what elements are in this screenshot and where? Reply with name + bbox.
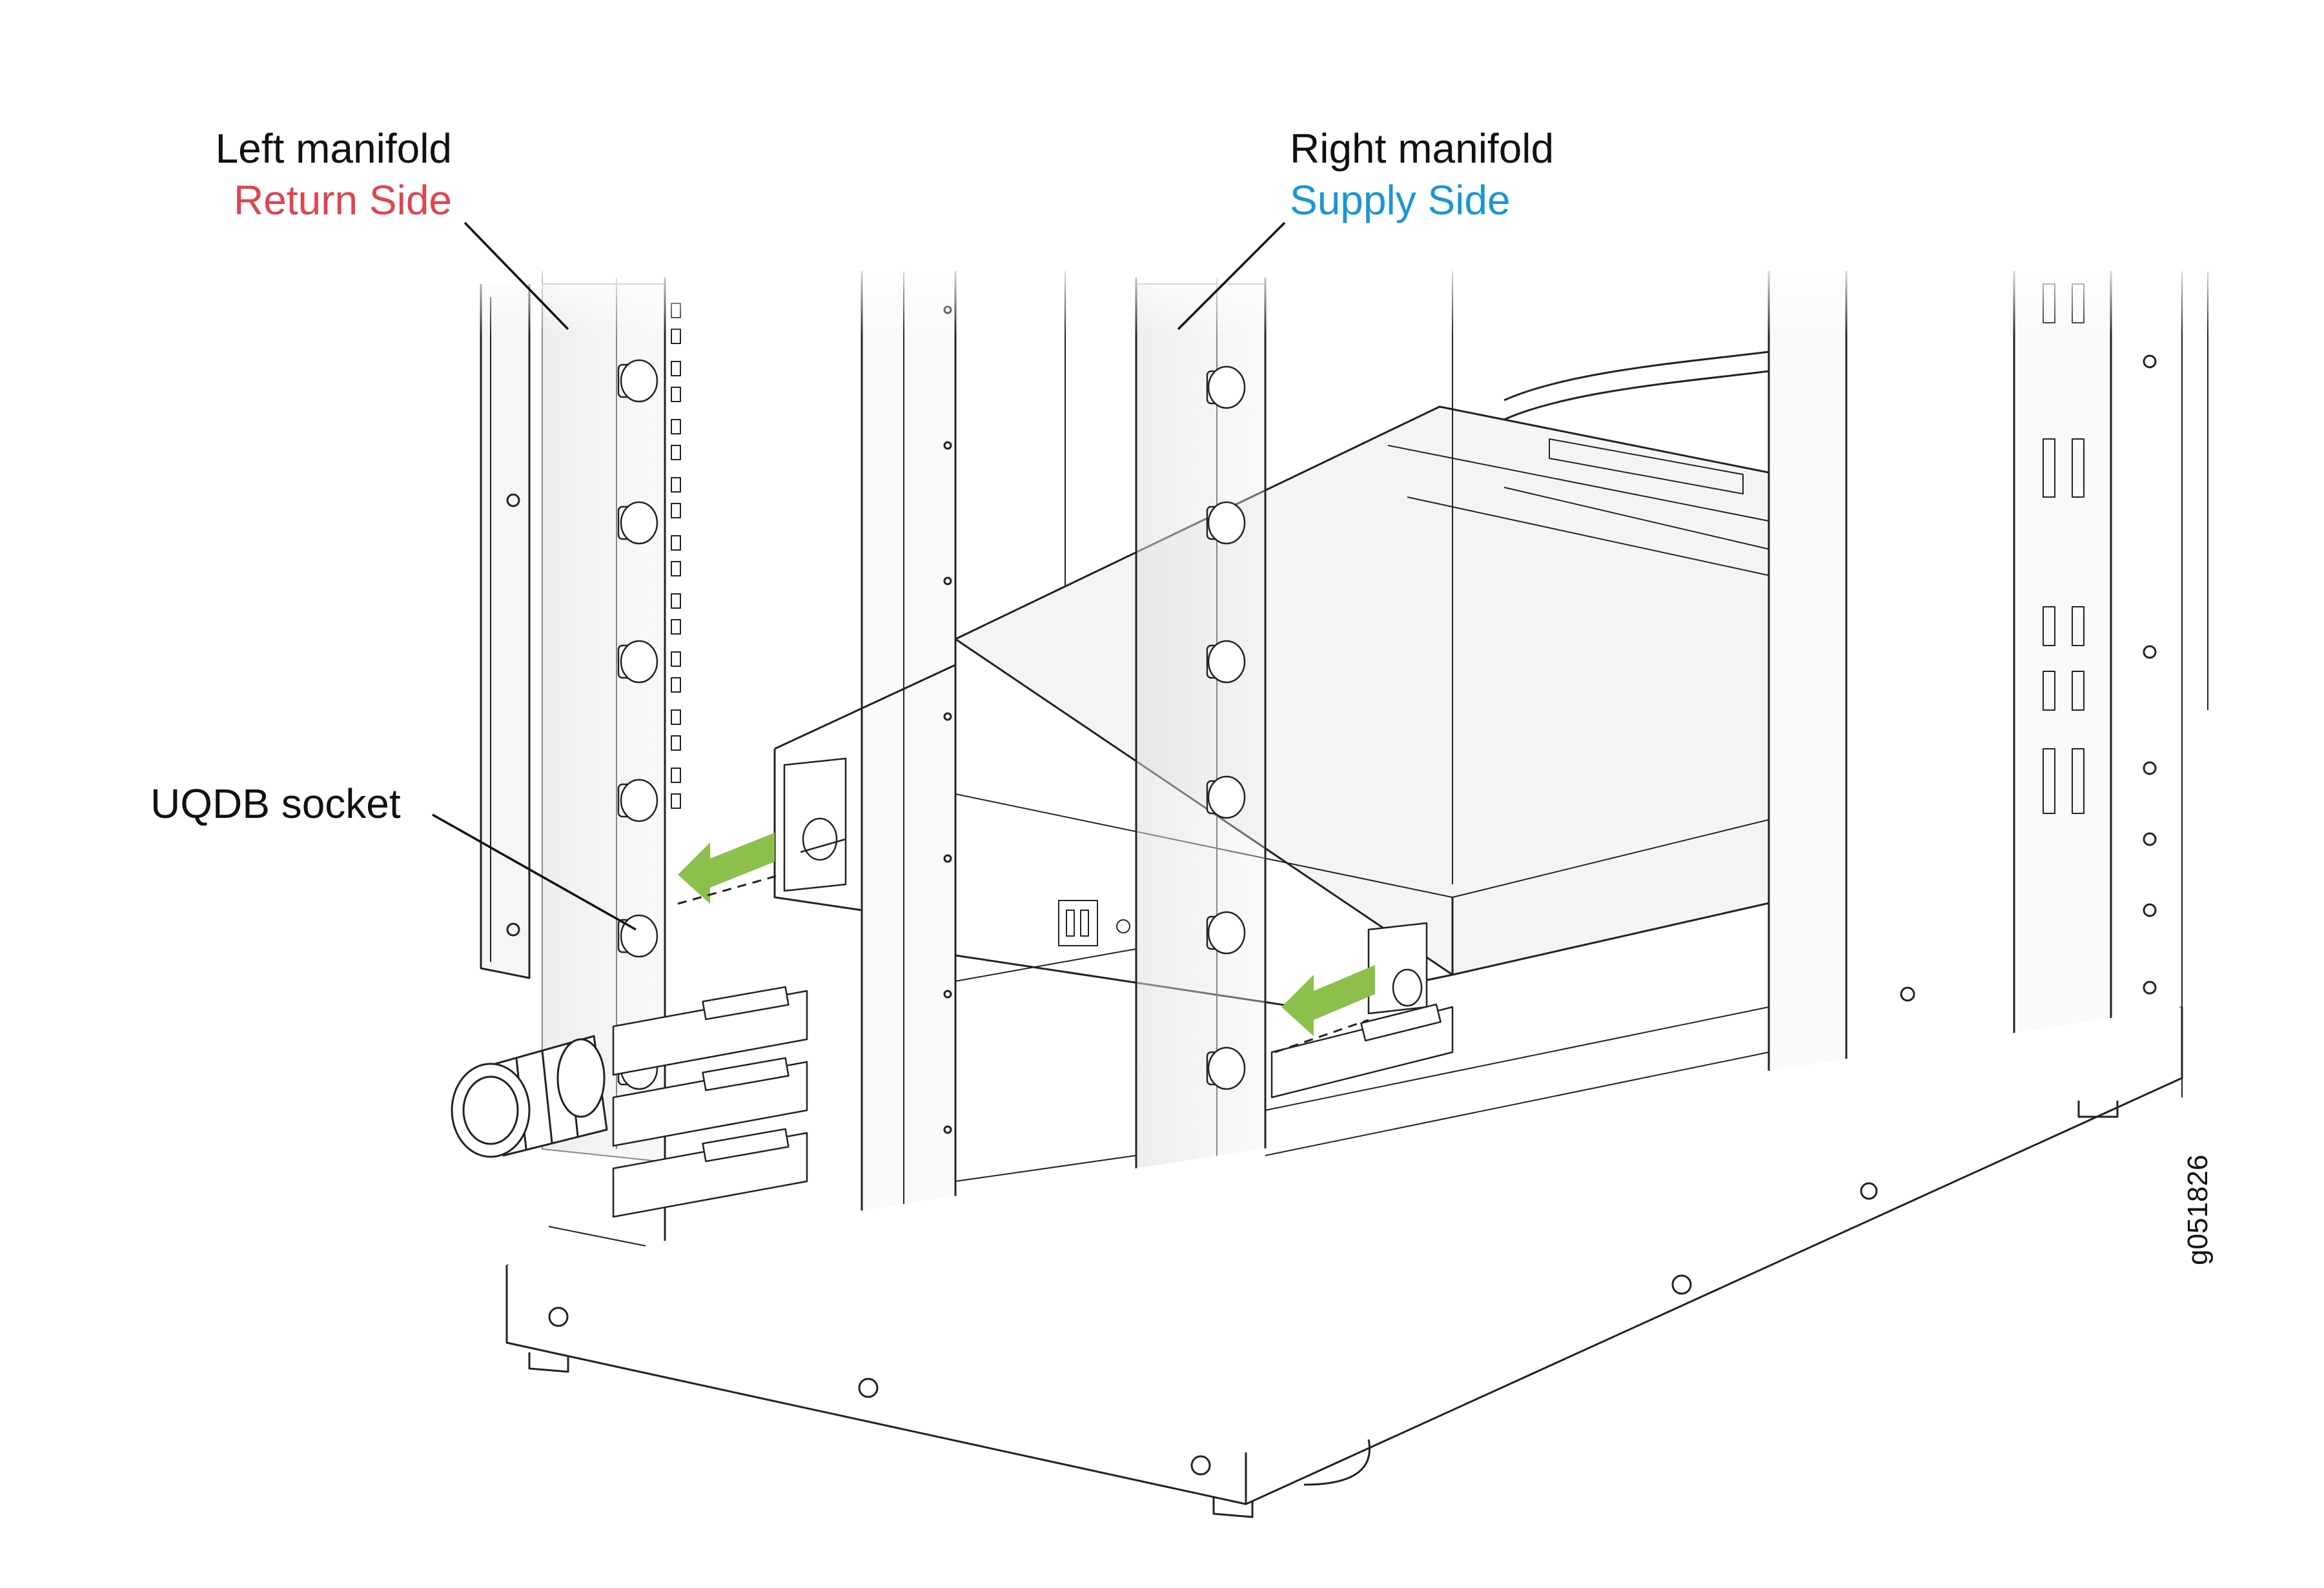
rack-base xyxy=(505,948,2183,1518)
leader-left-manifold xyxy=(464,221,569,331)
left-hose-coupling xyxy=(451,1035,608,1158)
left-rack-holes xyxy=(671,303,681,809)
left-rack-frame xyxy=(480,271,543,1149)
chassis-rear-plug xyxy=(783,757,847,892)
chassis-front-plug xyxy=(1367,922,1428,1015)
green-arrow-icon xyxy=(1281,965,1375,1036)
figure-id: g051826 xyxy=(2182,1154,2214,1265)
right-rack-frame xyxy=(1452,271,2208,1163)
return-side-label: Return Side xyxy=(234,177,452,223)
right-manifold xyxy=(1135,278,1267,1285)
chassis-ports xyxy=(1058,900,1130,946)
right-manifold-label: Right manifold xyxy=(1290,125,1554,172)
leader-right-manifold xyxy=(1177,221,1286,331)
green-arrow-icon xyxy=(678,833,775,904)
left-manifold-label: Left manifold xyxy=(215,125,452,172)
left-manifold-connectors xyxy=(617,359,658,1090)
left-manifold xyxy=(542,278,681,1278)
callout-leaders xyxy=(432,221,1286,931)
supply-side-label: Supply Side xyxy=(1290,177,1511,223)
insertion-guide-lines xyxy=(677,873,1369,1054)
uqdb-socket-label: UQDB socket xyxy=(150,780,401,827)
leader-uqdb-socket xyxy=(432,813,637,931)
